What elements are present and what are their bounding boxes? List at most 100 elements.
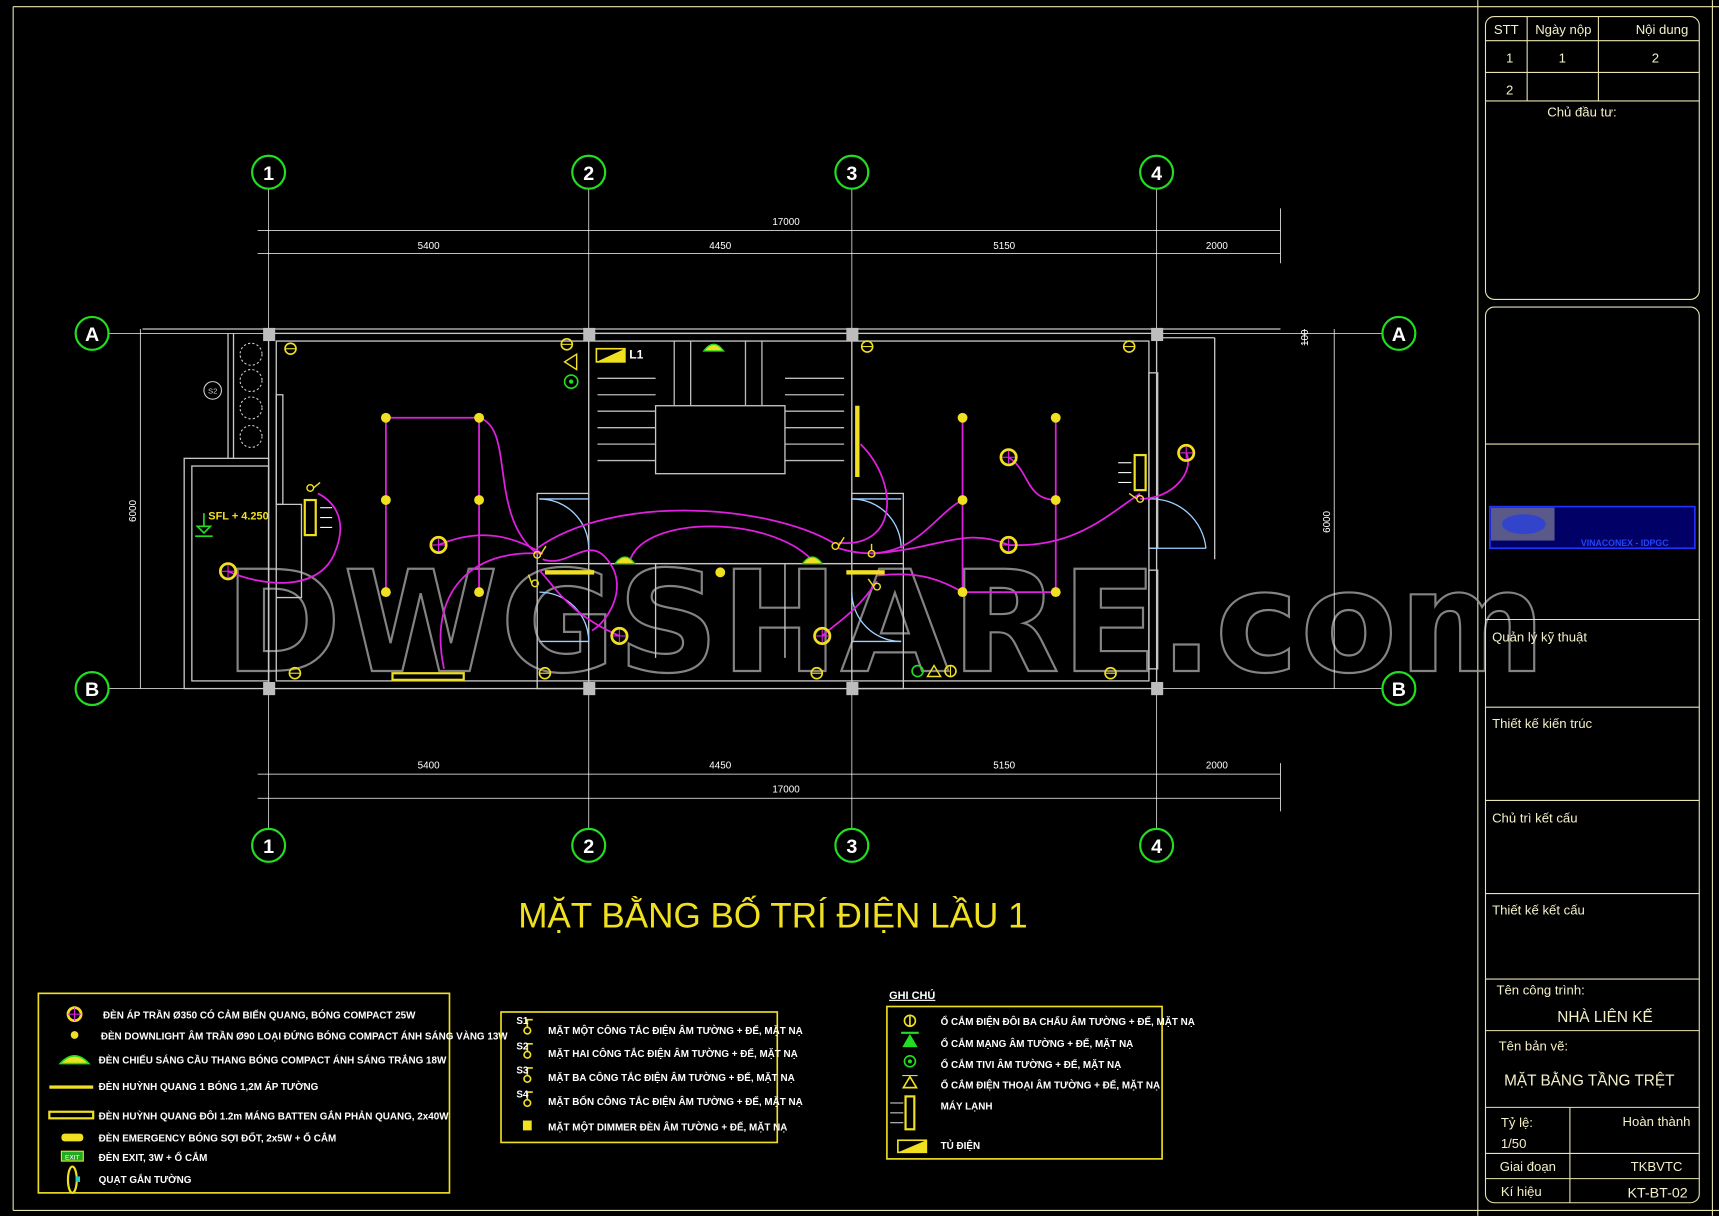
scale-label: Tỷ lệ: bbox=[1501, 1115, 1533, 1130]
rev-header-stt: STT bbox=[1494, 22, 1519, 37]
legend-light-text: ĐÈN EMERGENCY BÓNG SỢI ĐỐT, 2x5W + Ổ CẮM bbox=[99, 1132, 337, 1144]
grid-bubble-3-top: 3 bbox=[834, 154, 870, 190]
downlight-icon bbox=[380, 495, 391, 505]
walls bbox=[142, 328, 1281, 690]
svg-text:B: B bbox=[1392, 679, 1406, 701]
downlight-icon bbox=[474, 587, 485, 598]
fluorescent-light bbox=[544, 570, 595, 575]
note-text: Ổ CẮM MẠNG ÂM TƯỜNG + ĐẾ, MẶT NẠ bbox=[941, 1038, 1134, 1050]
legend-notes: GHI CHÚ Ổ CẮM ĐIỆN ĐÔI BA CHẤU ÂM TƯỜNG … bbox=[886, 989, 1195, 1160]
role-label: Quản lý kỹ thuật bbox=[1492, 629, 1587, 644]
columns bbox=[263, 327, 1164, 696]
grid-bubble-b-right: B bbox=[1381, 671, 1417, 707]
dim-offset: 100 bbox=[1300, 329, 1311, 346]
network-socket-icon bbox=[901, 1031, 919, 1048]
air-conditioner-icon bbox=[890, 1095, 916, 1131]
electrical-panel-icon bbox=[897, 1139, 928, 1154]
switch-icons bbox=[306, 481, 1145, 591]
dim-span-2: 4450 bbox=[709, 241, 731, 252]
legend-switch-text: MẶT HAI CÔNG TẮC ĐIỆN ÂM TƯỜNG + ĐẾ, MẶT… bbox=[548, 1048, 798, 1060]
grid-bubble-b-left: B bbox=[74, 671, 110, 707]
grid-bubble-3-bottom: 3 bbox=[834, 827, 870, 863]
svg-text:A: A bbox=[1392, 324, 1406, 346]
legend-light-text: QUẠT GẮN TƯỜNG bbox=[99, 1174, 192, 1186]
legend-light-text: ĐÈN ÁP TRẦN Ø350 CÓ CẢM BIẾN QUANG, BÓNG… bbox=[103, 1010, 416, 1022]
plan-symbols: L1 S2 SFL + 4.250 bbox=[195, 348, 1147, 681]
note-text: Ổ CẮM ĐIỆN ĐÔI BA CHẤU ÂM TƯỜNG + ĐẾ, MẶ… bbox=[941, 1016, 1195, 1028]
downlight-icon bbox=[715, 567, 726, 578]
grid-bubble-4-bottom: 4 bbox=[1139, 827, 1175, 863]
planter-icons bbox=[239, 342, 263, 448]
dim-span-3-bottom: 5150 bbox=[993, 761, 1015, 772]
scale-value: 1/50 bbox=[1501, 1136, 1527, 1151]
downlight-icon bbox=[380, 587, 391, 598]
grid-bubbles: 1 2 3 4 1 2 3 4 A B A B bbox=[74, 154, 1417, 863]
downlight-icon bbox=[1050, 495, 1061, 505]
ceiling-light-icon bbox=[610, 626, 629, 646]
dim-depth-right: 6000 bbox=[1322, 510, 1333, 532]
panel-tag: L1 bbox=[629, 348, 643, 362]
wall-light-icon bbox=[1104, 666, 1117, 680]
air-conditioner-icon bbox=[1118, 453, 1147, 492]
wall-fan-icon bbox=[66, 1165, 81, 1194]
downlight-icon bbox=[474, 495, 485, 505]
dim-total-bottom: 17000 bbox=[772, 785, 800, 796]
legend-light-text: ĐÈN HUỲNH QUANG ĐÔI 1.2m MÁNG BATTEN GẮN… bbox=[99, 1110, 450, 1122]
wall-light-icon bbox=[284, 342, 297, 356]
dimension-lines bbox=[139, 208, 1335, 812]
wall-light-icon bbox=[860, 340, 874, 353]
ceiling-light-icon bbox=[429, 535, 448, 555]
svg-text:3: 3 bbox=[846, 163, 857, 185]
legend-light-text: ĐÈN CHIẾU SÁNG CẦU THANG BÓNG COMPACT ÁN… bbox=[99, 1055, 447, 1067]
phone-socket-icon bbox=[563, 352, 578, 371]
switch-icon bbox=[523, 1067, 533, 1083]
svg-text:2: 2 bbox=[583, 163, 594, 185]
wall-light-icon bbox=[288, 666, 302, 680]
svg-text:A: A bbox=[85, 324, 99, 346]
svg-text:S2: S2 bbox=[208, 387, 217, 396]
tv-socket-icon bbox=[563, 374, 579, 390]
stair-light-icon bbox=[613, 556, 637, 565]
legend-light-text: ĐÈN EXIT, 3W + Ổ CẮM bbox=[99, 1152, 208, 1164]
svg-text:4: 4 bbox=[1151, 163, 1162, 185]
svg-text:2: 2 bbox=[583, 836, 594, 858]
dimmer-icon bbox=[522, 1120, 532, 1131]
sheet-name: MẶT BẰNG TẦNG TRỆT bbox=[1504, 1071, 1675, 1089]
switch-icon bbox=[523, 1042, 533, 1059]
dim-total-top: 17000 bbox=[772, 217, 800, 228]
legend-switches: MẶT MỘT CÔNG TẮC ĐIỆN ÂM TƯỜNG + ĐẾ, MẶT… bbox=[500, 1011, 803, 1144]
fluorescent-light-icon bbox=[49, 1085, 94, 1089]
rev-cell: 1 bbox=[1506, 51, 1513, 66]
exit-light-icon: EXIT bbox=[60, 1150, 84, 1162]
legend-light-text: ĐÈN DOWNLIGHT ÂM TRẦN Ø90 LOẠI ĐỨNG BÓNG… bbox=[101, 1030, 508, 1042]
wall-light-icon bbox=[810, 666, 824, 680]
switch-tag-s2: S2 bbox=[203, 381, 223, 400]
emergency-light-icon bbox=[61, 1133, 84, 1142]
drawing-title: MẶT BẰNG BỐ TRÍ ĐIỆN LẦU 1 bbox=[518, 896, 1027, 936]
downlight-icon bbox=[1050, 587, 1061, 598]
dim-span-3: 5150 bbox=[993, 241, 1015, 252]
ceiling-light-icon bbox=[999, 535, 1018, 555]
project-name: NHÀ LIÊN KẾ bbox=[1557, 1009, 1652, 1026]
dimension-labels: 17000 5400 4450 5150 2000 5400 4450 5150… bbox=[128, 217, 1333, 796]
svg-text:1: 1 bbox=[263, 163, 274, 185]
wall-light-icon bbox=[1122, 340, 1136, 353]
stair-light-icon bbox=[702, 343, 725, 352]
rev-header-content: Nội dung bbox=[1636, 22, 1689, 37]
title-block-text: STT Ngày nộp Nội dung 1 1 2 2 Chủ đầu tư… bbox=[1492, 22, 1690, 1201]
ceiling-light-icon bbox=[66, 1006, 83, 1023]
doors bbox=[539, 498, 1207, 643]
grid-bubble-1-top: 1 bbox=[251, 154, 287, 190]
ceiling-light-icon bbox=[999, 448, 1018, 467]
title-block bbox=[1484, 15, 1700, 1204]
downlight-icon bbox=[957, 495, 968, 505]
legend-switch-text: MẶT BA CÔNG TẮC ĐIỆN ÂM TƯỜNG + ĐẾ, MẶT … bbox=[548, 1072, 795, 1084]
downlight-icon bbox=[957, 587, 968, 598]
legend-light-text: ĐÈN HUỲNH QUANG 1 BÓNG 1,2M ÁP TƯỜNG bbox=[99, 1081, 319, 1093]
svg-text:SFL + 4.250: SFL + 4.250 bbox=[208, 511, 268, 523]
switch-tag: S2 bbox=[516, 1041, 529, 1052]
svg-text:4: 4 bbox=[1151, 836, 1162, 858]
ceiling-light-icon bbox=[1177, 443, 1196, 462]
role-label: Thiết kế kết cấu bbox=[1492, 902, 1585, 917]
dim-depth-left: 6000 bbox=[128, 499, 139, 521]
